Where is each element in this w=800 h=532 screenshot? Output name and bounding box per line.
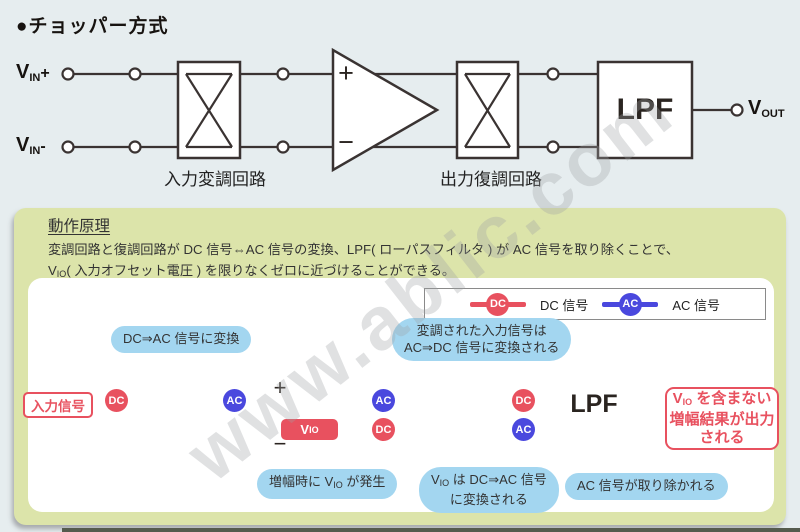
bubble-vio-occurs: 増幅時に VIO が発生 [257,469,398,499]
signal-legend: DC DC 信号 AC AC 信号 [424,288,766,320]
top-terminals [61,67,744,154]
dc-legend-line: DC [469,292,526,316]
vin-minus-label: VIN- [16,134,46,157]
ac-badge-icon: AC [618,292,642,316]
detail-lpf-label: LPF [570,389,618,418]
ac-badge: AC [512,418,535,441]
amp-plus-sign: + [338,58,354,88]
top-modulator-x [185,72,233,149]
bubble-vio-converted: VIO は DC⇒AC 信号 に変換される [419,467,559,513]
output-demodulator-label: 出力復調回路 [440,170,542,189]
vout-label: VOUT [748,97,785,120]
top-wires [73,72,732,149]
dc-badge: DC [105,389,128,412]
amp-minus-sign: − [338,127,354,157]
output-result-box: VIO を含まない 増幅結果が出力 される [665,387,779,450]
page-title: ●チョッパー方式 [16,16,169,37]
detail-amp-plus-sign: + [273,375,287,400]
ac-legend-label: AC 信号 [672,297,721,313]
dc-badge: DC [512,389,535,412]
input-signal-label: 入力信号 [23,392,93,418]
ac-legend-line: AC [602,292,659,316]
principle-line2: VIO( 入力オフセット電圧 ) を限りなくゼロに近づけることができる。 [48,263,456,279]
lpf-label: LPF [616,93,674,126]
dc-legend-label: DC 信号 [539,297,589,313]
ac-badge: AC [223,389,246,412]
top-amplifier [331,47,440,173]
dc-badge: DC [372,418,395,441]
ac-badge: AC [372,389,395,412]
principle-line1: 変調回路と復調回路が DC 信号⇔AC 信号の変換、LPF( ローパスフィルタ … [48,242,679,257]
top-lpf-box [596,60,694,160]
bottom-divider-bar [62,528,800,532]
vin-plus-label: VIN+ [16,61,50,84]
bubble-ac-removed: AC 信号が取り除かれる [565,473,728,500]
bubble-dc-to-ac: DC⇒AC 信号に変換 [111,326,252,353]
input-modulator-label: 入力変調回路 [164,170,266,189]
bubble-modulated-input: 変調された入力信号は AC⇒DC 信号に変換される [392,318,572,361]
dc-badge-icon: DC [486,292,510,316]
principle-heading: 動作原理 [48,218,111,235]
top-demodulator-x [464,72,511,149]
